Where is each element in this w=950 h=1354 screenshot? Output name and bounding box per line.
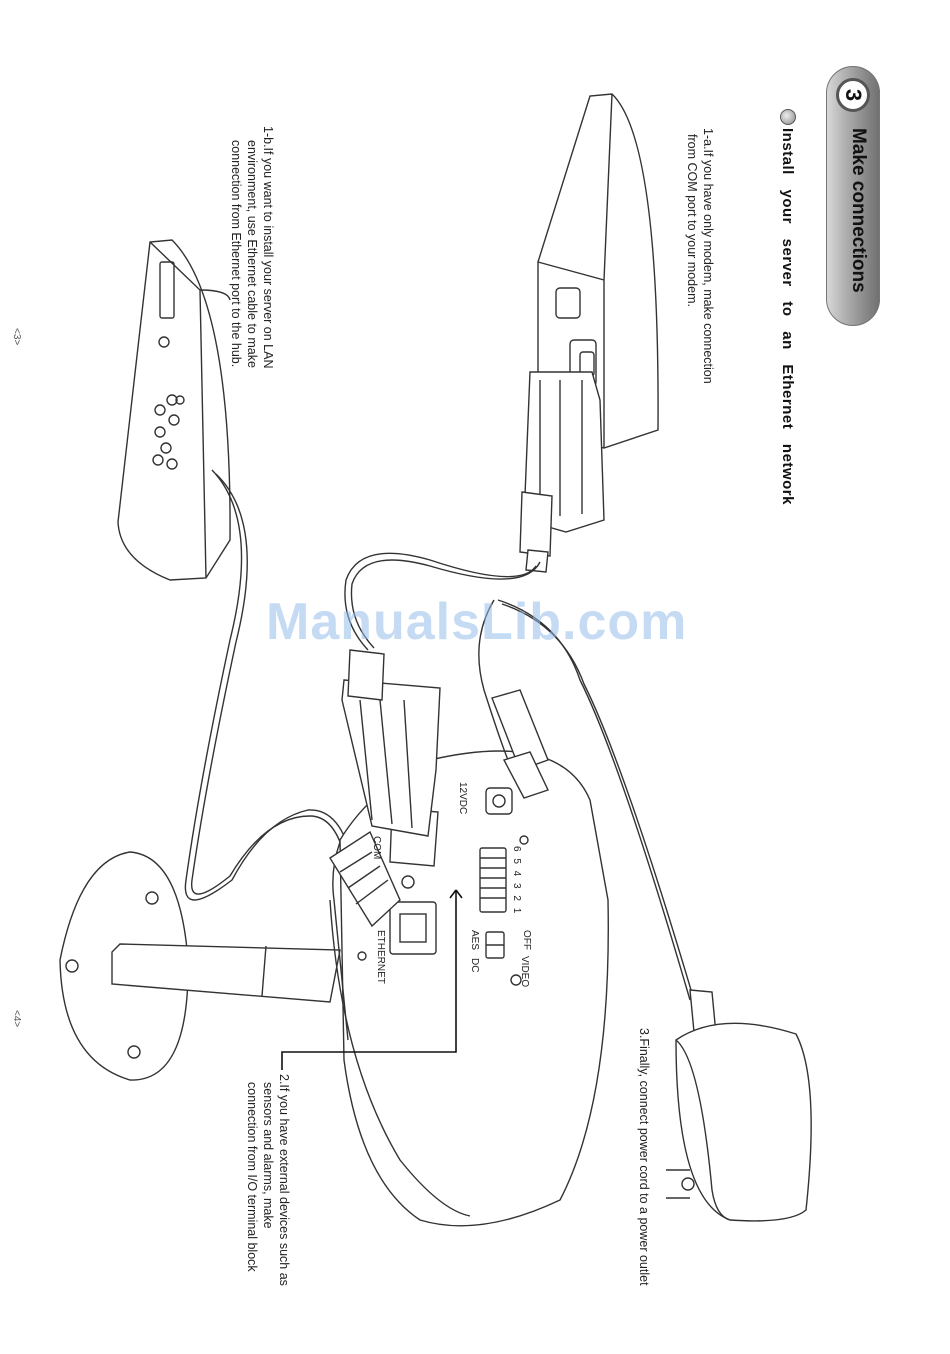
video-server-icon xyxy=(329,750,609,1227)
com-cable xyxy=(344,552,537,651)
section-subtitle: Install your server to an Ethernet netwo… xyxy=(779,128,796,505)
step-1b-line-1: 1-b.If you want to install your server o… xyxy=(261,126,275,369)
step-2-line-3: connection from I/O terminal block xyxy=(245,1082,259,1272)
step-1a-line-1: 1-a.If you have only modem, make connect… xyxy=(701,128,715,384)
step-1b-line-2: environment, use Ethernet cable to make xyxy=(245,140,259,368)
page-number-left: <3> xyxy=(11,328,22,346)
step-2-text: 2.If you have external devices such as s… xyxy=(244,1074,292,1286)
power-jack-label: 12VDC xyxy=(457,782,468,815)
step-1b-line-3: connection from Ethernet port to the hub… xyxy=(229,140,243,368)
step-1b-text: 1-b.If you want to install your server o… xyxy=(228,126,276,368)
mounting-bracket xyxy=(59,851,341,1081)
serial-cable-modem xyxy=(519,371,605,573)
serial-cable-server xyxy=(341,649,441,837)
section-title: Make connections xyxy=(848,128,869,293)
section-number: 3 xyxy=(841,88,866,102)
bullet-icon xyxy=(780,109,796,125)
off-label: OFF xyxy=(521,930,532,950)
modem-icon xyxy=(537,93,659,449)
step-2-line-2: sensors and alarms, make xyxy=(261,1082,275,1229)
section-number-badge: 3 xyxy=(836,78,870,112)
watermark: ManualsLib.com xyxy=(266,593,688,651)
page-number-right: <4> xyxy=(11,1010,22,1028)
step-3-text: 3.Finally, connect power cord to a power… xyxy=(636,1028,652,1286)
step-1a-text: 1-a.If you have only modem, make connect… xyxy=(684,128,716,384)
dc-label: DC xyxy=(469,958,480,973)
ethernet-port-label: ETHERNET xyxy=(375,930,386,984)
power-cable xyxy=(478,599,509,761)
com-port-label: COM xyxy=(371,836,382,860)
ethernet-cable xyxy=(184,469,353,901)
video-label: VIDEO xyxy=(519,956,530,988)
step-1a-line-2: from COM port to your modem. xyxy=(685,134,699,307)
aes-label: AES xyxy=(469,930,480,951)
callout-line xyxy=(281,890,457,1070)
ethernet-plug xyxy=(329,830,401,928)
step-2-line-1: 2.If you have external devices such as xyxy=(277,1074,291,1286)
terminal-numbers-label: 6 5 4 3 2 1 xyxy=(511,846,522,916)
step-3-line-1: 3.Finally, connect power cord to a power… xyxy=(637,1028,651,1286)
hub-icon xyxy=(117,239,231,581)
power-adapter-icon xyxy=(666,989,812,1222)
